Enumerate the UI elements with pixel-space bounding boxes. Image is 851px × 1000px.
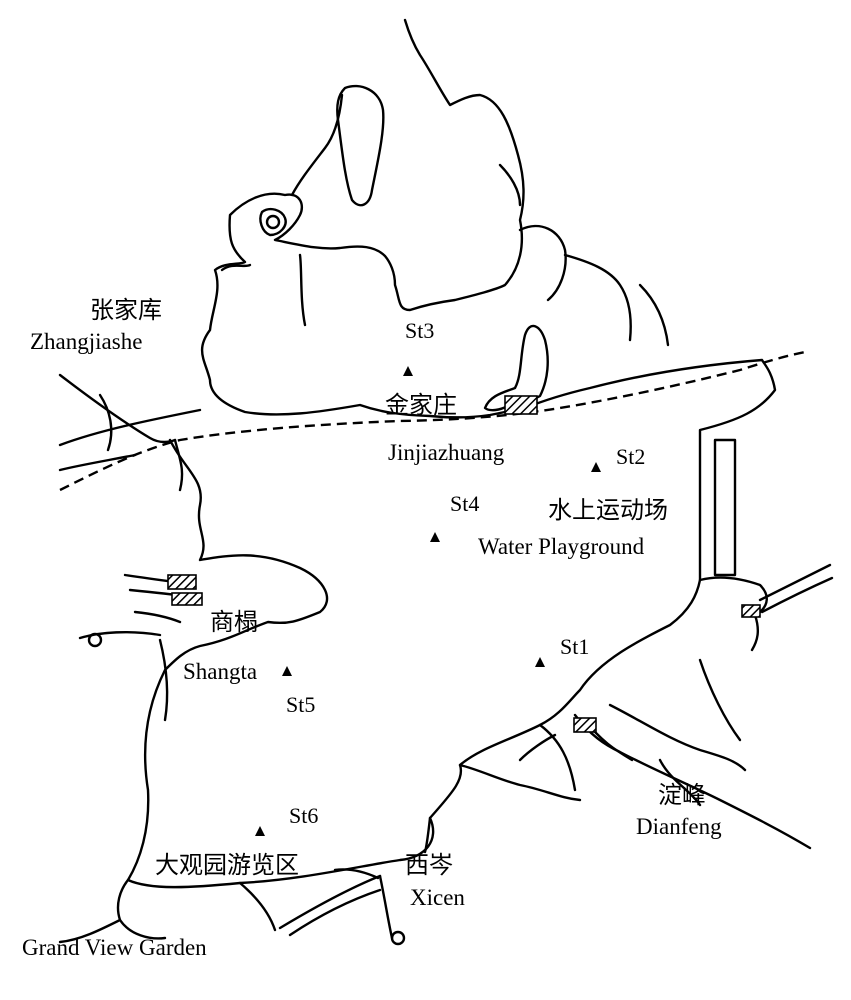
dianfeng-en-label: Dianfeng	[636, 814, 722, 839]
station-label-st3: St3	[405, 318, 435, 343]
station-label-st1: St1	[560, 634, 590, 659]
hatched-settlement-icon	[504, 395, 538, 415]
station-label-st4: St4	[450, 491, 480, 516]
station-label-st5: St5	[286, 692, 316, 717]
triangle-marker	[591, 462, 601, 472]
hatched-settlement-icon	[741, 604, 761, 618]
lake-shoreline	[126, 18, 777, 889]
hatched-settlement-icon	[573, 717, 597, 733]
jinjiazhuang-en-label: Jinjiazhuang	[388, 440, 505, 465]
dianfeng-zh-label: 淀峰	[658, 781, 706, 809]
jinjiazhuang-zh-label: 金家庄	[385, 391, 457, 419]
triangle-marker	[282, 666, 292, 676]
water-playground-en-label: Water Playground	[478, 534, 645, 559]
dashed-boundary-line	[59, 350, 806, 492]
water-playground-zh-label: 水上运动场	[548, 496, 668, 524]
shangta-en-label: Shangta	[183, 659, 258, 684]
hatched-settlement-icon	[171, 592, 203, 606]
station-label-st6: St6	[289, 803, 319, 828]
triangle-marker	[430, 532, 440, 542]
zhangjiashe-zh-label: 张家库	[90, 296, 162, 324]
grand-view-garden-zh-label: 大观园游览区	[155, 851, 299, 879]
triangle-marker	[535, 657, 545, 667]
xicen-en-label: Xicen	[410, 885, 465, 910]
zhangjiashe-en-label: Zhangjiashe	[30, 329, 143, 354]
station-label-st2: St2	[616, 444, 646, 469]
xicen-zh-label: 西岑	[405, 851, 453, 879]
hatched-settlement-icon	[167, 574, 197, 590]
triangle-marker	[403, 366, 413, 376]
grand-view-garden-en-label: Grand View Garden	[22, 935, 207, 960]
shangta-zh-label: 商榻	[210, 608, 258, 636]
triangle-marker	[255, 826, 265, 836]
